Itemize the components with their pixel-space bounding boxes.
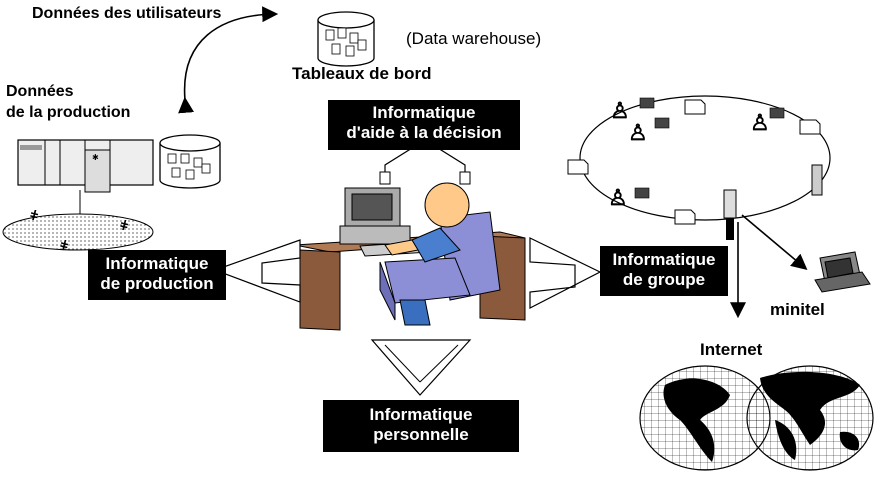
production-database-icon xyxy=(159,134,221,189)
svg-text:♙: ♙ xyxy=(628,120,648,145)
box-informatique-personnelle: Informatique personnelle xyxy=(323,400,519,452)
box-informatique-aide-decision: Informatique d'aide à la décision xyxy=(328,100,520,150)
label-donnees-production-line2: de la production xyxy=(6,104,131,121)
arrow-left-production xyxy=(213,239,301,303)
label-minitel: minitel xyxy=(770,300,825,319)
production-floor-icon: ҂ ҂ ҂ xyxy=(2,190,154,253)
user-person-icon xyxy=(379,182,501,326)
network-ring-icon: ♙ ♙ ♙ ♙ xyxy=(567,95,831,240)
svg-text:♙: ♙ xyxy=(610,98,630,123)
box-aide-decision-line1: Informatique xyxy=(372,103,476,122)
box-aide-decision-line2: d'aide à la décision xyxy=(346,123,502,142)
svg-text:҂: ҂ xyxy=(120,217,129,233)
box-informatique-production: Informatique de production xyxy=(88,250,226,300)
svg-text:♙: ♙ xyxy=(750,110,770,135)
label-donnees-utilisateurs: Données des utilisateurs xyxy=(32,5,222,22)
box-informatique-groupe: Informatique de groupe xyxy=(600,246,728,296)
svg-text:҂: ҂ xyxy=(30,207,39,223)
box-groupe-line2: de groupe xyxy=(622,270,706,289)
world-map-icon xyxy=(639,365,874,471)
arrow-right-groupe xyxy=(529,237,602,309)
box-personnelle-line1: Informatique xyxy=(369,405,473,424)
workstation-computer-icon xyxy=(339,187,432,257)
label-data-warehouse: (Data warehouse) xyxy=(406,29,542,48)
box-personnelle-line2: personnelle xyxy=(373,425,469,444)
box-groupe-line1: Informatique xyxy=(612,250,716,269)
label-tableaux-de-bord: Tableaux de bord xyxy=(292,64,432,83)
data-warehouse-database-icon xyxy=(317,11,375,67)
arrow-down-personnelle xyxy=(370,339,472,396)
svg-text:✱: ✱ xyxy=(92,153,99,162)
svg-text:҂: ҂ xyxy=(60,237,69,253)
label-internet: Internet xyxy=(700,340,763,359)
minitel-terminal-icon xyxy=(814,251,871,293)
curved-double-arrow xyxy=(178,6,279,114)
svg-text:♙: ♙ xyxy=(608,185,628,210)
label-donnees-production-line1: Données xyxy=(6,83,74,100)
box-production-line1: Informatique xyxy=(105,254,209,273)
box-production-line2: de production xyxy=(100,274,214,293)
production-server-icon: ✱ xyxy=(17,139,154,193)
